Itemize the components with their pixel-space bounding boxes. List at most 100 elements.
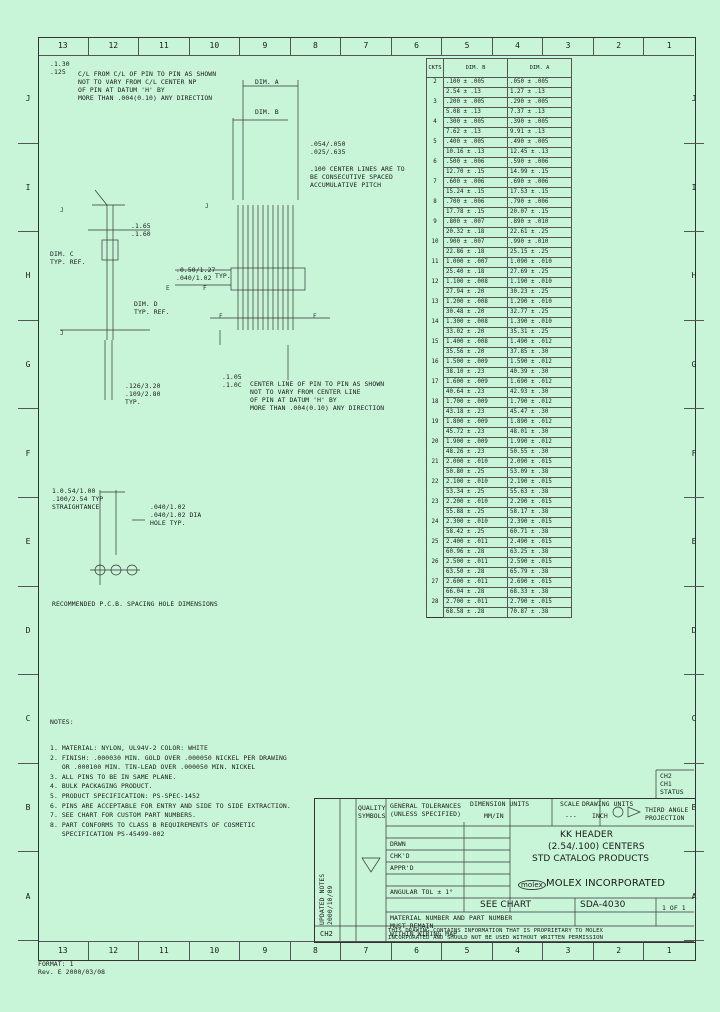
- col-top-9: 4: [493, 37, 544, 55]
- drawn-label: DRWN: [390, 840, 406, 848]
- col-bot-8: 5: [442, 942, 493, 960]
- pin-dim: .054/.050 .025/.635: [310, 140, 346, 156]
- col-top-8: 5: [442, 37, 493, 55]
- col-bot-0: 13: [38, 942, 89, 960]
- col-top-3: 10: [190, 37, 241, 55]
- svg-text:E: E: [166, 285, 170, 292]
- svg-text:J: J: [60, 330, 64, 337]
- title-header: KK HEADER: [560, 830, 614, 840]
- row-right-7: C: [684, 675, 704, 764]
- row-right-3: G: [684, 321, 704, 410]
- note-mid-tol: .1.05 .1.0C: [222, 373, 242, 389]
- row-right-9: A: [684, 852, 704, 941]
- sheet-number: 1 OF 1: [662, 904, 686, 912]
- row-left-8: B: [18, 764, 38, 853]
- note-item: 6. PINS ARE ACCEPTABLE FOR ENTRY AND SID…: [50, 801, 291, 810]
- row-left-9: A: [18, 852, 38, 941]
- row-right-4: F: [684, 409, 704, 498]
- tol-top: .1.30 .125: [50, 60, 70, 76]
- row-left-7: C: [18, 675, 38, 764]
- col-top-10: 3: [543, 37, 594, 55]
- col-bot-2: 11: [139, 942, 190, 960]
- company-name: MOLEX INCORPORATED: [546, 878, 666, 889]
- third-angle-label: THIRD ANGLE PROJECTION: [645, 806, 689, 822]
- row-left-6: D: [18, 587, 38, 676]
- col-bot-9: 4: [493, 942, 544, 960]
- approved-label: APPR'D: [390, 864, 414, 872]
- note-item: 5. PRODUCT SPECIFICATION: PS-SPEC-1452: [50, 791, 201, 800]
- format-label: FORMAT: 1 Rev. E 2000/03/08: [38, 960, 106, 976]
- row-left-0: J: [18, 55, 38, 144]
- title-line2: (2.54/.100) CENTERS: [548, 842, 645, 852]
- document-label: SEE CHART: [480, 900, 532, 910]
- row-left-3: G: [18, 321, 38, 410]
- col-bot-11: 2: [594, 942, 645, 960]
- col-top-4: 9: [240, 37, 291, 55]
- dimension-units: DIMENSION UNITS: [470, 800, 530, 808]
- updated-note: UPDATED NOTES 2000/10/09: [318, 873, 334, 925]
- scale-label: SCALE: [560, 800, 580, 808]
- side-revision: CH2 CH1 STATUS: [660, 772, 684, 796]
- note-item: 2. FINISH: .000030 MIN. GOLD OVER .00005…: [50, 753, 287, 762]
- row-right-0: J: [684, 55, 704, 144]
- drawing-units: DRAWING UNITS: [582, 800, 634, 808]
- row-right-2: H: [684, 232, 704, 321]
- checked-label: CHK'D: [390, 852, 410, 860]
- col-top-0: 13: [38, 37, 89, 55]
- quality-symbols: QUALITY SYMBOLS: [358, 804, 386, 820]
- note-item: 8. PART CONFORMS TO CLASS B REQUIREMENTS…: [50, 820, 256, 829]
- notes-heading: NOTES:: [50, 718, 74, 726]
- col-bot-4: 9: [240, 942, 291, 960]
- svg-text:J: J: [205, 203, 209, 210]
- drawing-frame: [38, 37, 696, 961]
- pcb-label: RECOMMENDED P.C.B. SPACING HOLE DIMENSIO…: [52, 600, 218, 608]
- drawing-units-value: INCH: [592, 812, 608, 820]
- typ-label: TYP.: [215, 272, 231, 280]
- col-bot-7: 6: [392, 942, 443, 960]
- revision: CH2: [320, 930, 333, 938]
- proprietary-notice: THIS DRAWING CONTAINS INFORMATION THAT I…: [388, 928, 603, 941]
- dim-a-cell: 70.87 ± .38: [507, 607, 572, 618]
- note-item: 3. ALL PINS TO BE IN SAME PLANE.: [50, 772, 177, 781]
- row-left-2: H: [18, 232, 38, 321]
- col-bot-6: 7: [341, 942, 392, 960]
- col-top-2: 11: [139, 37, 190, 55]
- title-line3: STD CATALOG PRODUCTS: [532, 854, 650, 864]
- molex-logo: molex: [518, 880, 546, 890]
- hole-dia: .040/1.02 .040/1.02 DIA HOLE TYP.: [150, 503, 202, 527]
- svg-text:F: F: [203, 285, 207, 292]
- col-top-12: 1: [666, 41, 672, 50]
- col-top-5: 8: [291, 37, 342, 55]
- row-right-5: E: [684, 498, 704, 587]
- row-right-8: B: [684, 764, 704, 853]
- dim-g: .0.50/1.27 .040/1.02: [176, 266, 216, 282]
- note-item: SPECIFICATION PS-45499-002: [50, 830, 165, 839]
- col-bot-5: 8: [291, 942, 342, 960]
- notes-list: 1. MATERIAL: NYLON, UL94V-2 COLOR: WHITE…: [50, 744, 291, 840]
- note-item: OR .000100 MIN. TIN-LEAD OVER .000050 MI…: [50, 763, 256, 772]
- col-top-7: 6: [392, 37, 443, 55]
- dim-c-label: DIM. C TYP. REF.: [50, 250, 86, 266]
- dimension-units-value: MM/IN: [484, 812, 504, 820]
- hole-dim: 1.0.54/1.00 .100/2.54 TYP STRAIGHTANCE: [52, 487, 104, 511]
- col-bot-12: 1: [666, 946, 672, 955]
- note-item: 1. MATERIAL: NYLON, UL94V-2 COLOR: WHITE: [50, 744, 208, 752]
- dim-e: .1.65 .1.60: [131, 222, 151, 238]
- note-mid-text: CENTER LINE OF PIN TO PIN AS SHOWN NOT T…: [250, 380, 385, 412]
- col-top-1: 12: [89, 37, 140, 55]
- row-right-1: I: [684, 144, 704, 233]
- note-item: 7. SEE CHART FOR CUSTOM PART NUMBERS.: [50, 811, 197, 820]
- row-left-4: F: [18, 409, 38, 498]
- row-left-5: E: [18, 498, 38, 587]
- angular-tol: ANGULAR TOL ± 1°: [390, 888, 454, 896]
- svg-text:J: J: [60, 207, 64, 214]
